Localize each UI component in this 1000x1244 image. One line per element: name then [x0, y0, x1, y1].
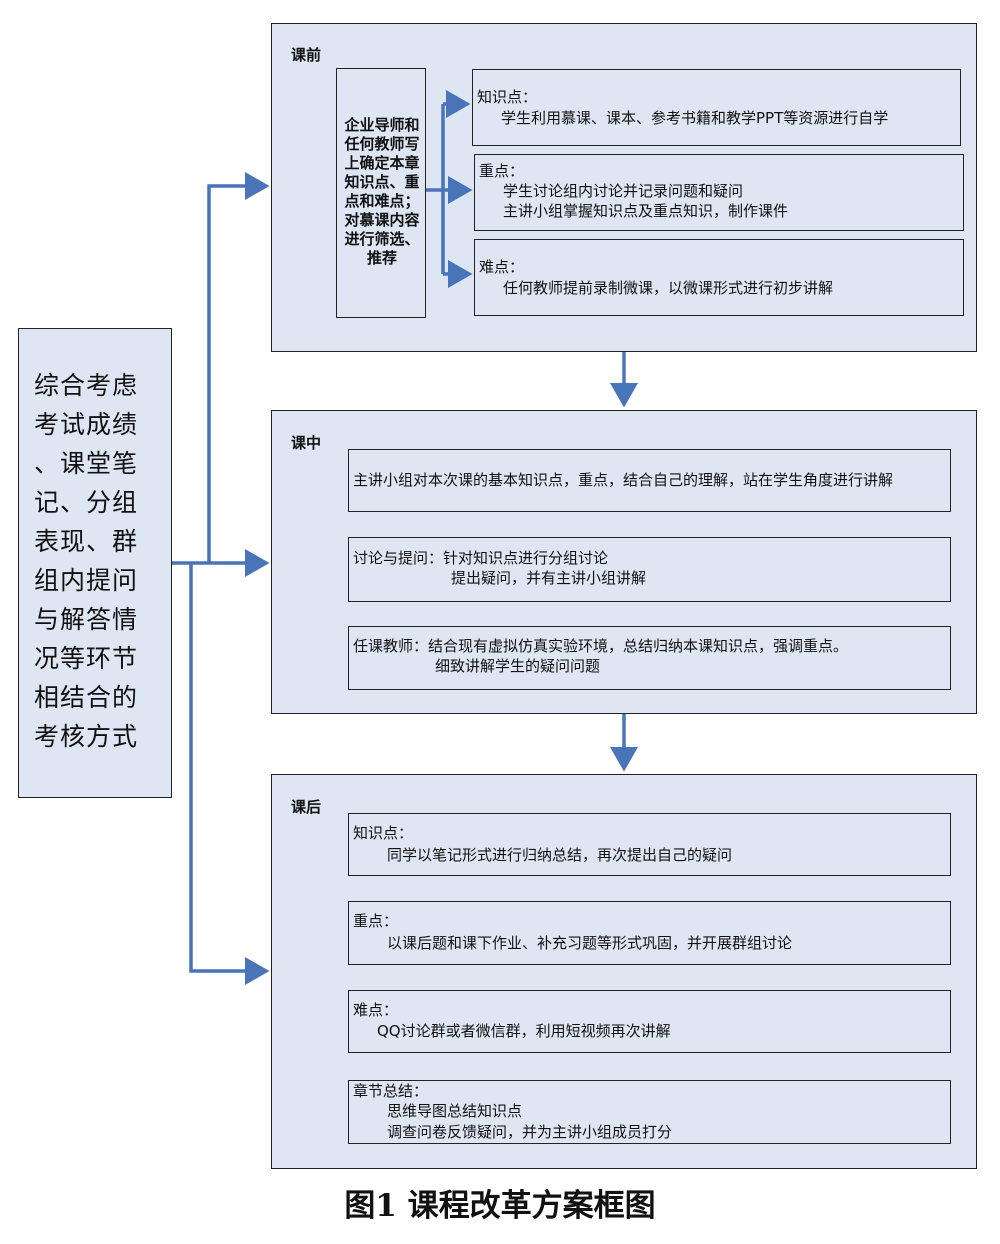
after-difficult-box: [348, 990, 951, 1053]
before-class-title: 课前: [291, 46, 322, 64]
assessment-line: 况等环节: [34, 644, 139, 673]
teacher-line: 企业导师和: [344, 116, 420, 134]
after-summary-text-1: 思维导图总结知识点: [387, 1102, 523, 1120]
after-difficult-label: 难点：: [353, 1001, 399, 1019]
teacher-text: 企业导师和 任何教师写 上确定本章 知识点、重 点和难点； 对慕课内容 进行筛选…: [339, 116, 425, 268]
during-item-2-text-2: 提出疑问，并有主讲小组讲解: [451, 569, 647, 587]
teacher-line: 推荐: [366, 249, 397, 267]
after-summary-label: 章节总结：: [353, 1082, 429, 1100]
during-item-3-text-1: 任课教师：结合现有虚拟仿真实验环境，总结归纳本课知识点，强调重点。: [353, 637, 849, 655]
during-item-2-box: [348, 537, 951, 602]
arrow-to-before-knowledge: [426, 104, 467, 192]
before-knowledge-box: [472, 69, 961, 146]
teacher-box: [336, 68, 426, 318]
after-knowledge-box: [348, 813, 951, 876]
after-knowledge-text: 同学以笔记形式进行归纳总结，再次提出自己的疑问: [387, 846, 733, 864]
after-knowledge-label: 知识点：: [353, 824, 414, 842]
figure-caption: 图1 课程改革方案框图: [344, 1188, 656, 1224]
before-key-text-2: 主讲小组掌握知识点及重点知识，制作课件: [503, 202, 789, 220]
after-difficult-text: QQ讨论群或者微信群，利用短视频再次讲解: [377, 1022, 671, 1040]
assessment-line: 组内提问: [34, 566, 139, 595]
assessment-line: 记、分组: [34, 488, 139, 517]
assessment-line: 、课堂笔: [34, 449, 139, 478]
after-key-box: [348, 901, 951, 965]
during-item-1-text: 主讲小组对本次课的基本知识点，重点，结合自己的理解，站在学生角度进行讲解: [353, 471, 894, 489]
during-item-3-text-2: 细致讲解学生的疑问问题: [435, 657, 601, 675]
during-item-1-box: [348, 449, 951, 512]
after-class-title: 课后: [291, 798, 322, 816]
before-difficult-box: [474, 239, 964, 316]
after-key-label: 重点：: [353, 912, 399, 930]
arrow-to-before: [207, 172, 270, 563]
before-knowledge-text: 学生利用慕课、课本、参考书籍和教学PPT等资源进行自学: [501, 109, 889, 127]
assessment-line: 考试成绩: [34, 410, 139, 439]
assessment-text: 综合考虑 考试成绩 、课堂笔 记、分组 表现、群 组内提问 与解答情 况等环节 …: [34, 366, 144, 756]
teacher-line: 进行筛选、: [344, 230, 420, 248]
teacher-line: 点和难点；: [344, 192, 420, 210]
during-class-title: 课中: [291, 434, 322, 452]
before-key-label: 重点：: [479, 162, 525, 180]
after-summary-box: [348, 1080, 951, 1144]
assessment-line: 综合考虑: [34, 371, 139, 400]
before-difficult-label: 难点：: [479, 258, 525, 276]
after-summary-text-2: 调查问卷反馈疑问，并为主讲小组成员打分: [387, 1123, 673, 1141]
assessment-box: [18, 328, 172, 798]
before-key-text-1: 学生讨论组内讨论并记录问题和疑问: [503, 182, 744, 200]
before-difficult-text: 任何教师提前录制微课，以微课形式进行初步讲解: [503, 279, 834, 297]
during-item-3-box: [348, 626, 951, 690]
during-item-2-text-1: 讨论与提问：针对知识点进行分组讨论: [353, 549, 609, 567]
after-key-text: 以课后题和课下作业、补充习题等形式巩固，并开展群组讨论: [387, 934, 793, 952]
assessment-line: 与解答情: [34, 605, 139, 634]
teacher-line: 对慕课内容: [344, 211, 420, 229]
teacher-line: 任何教师写: [344, 135, 420, 153]
assessment-line: 表现、群: [34, 527, 139, 556]
assessment-line: 考核方式: [34, 722, 139, 751]
teacher-line: 上确定本章: [344, 154, 420, 172]
arrow-to-after: [189, 563, 270, 985]
teacher-line: 知识点、重: [344, 173, 420, 191]
before-key-box: [474, 154, 964, 231]
assessment-line: 相结合的: [34, 683, 139, 712]
